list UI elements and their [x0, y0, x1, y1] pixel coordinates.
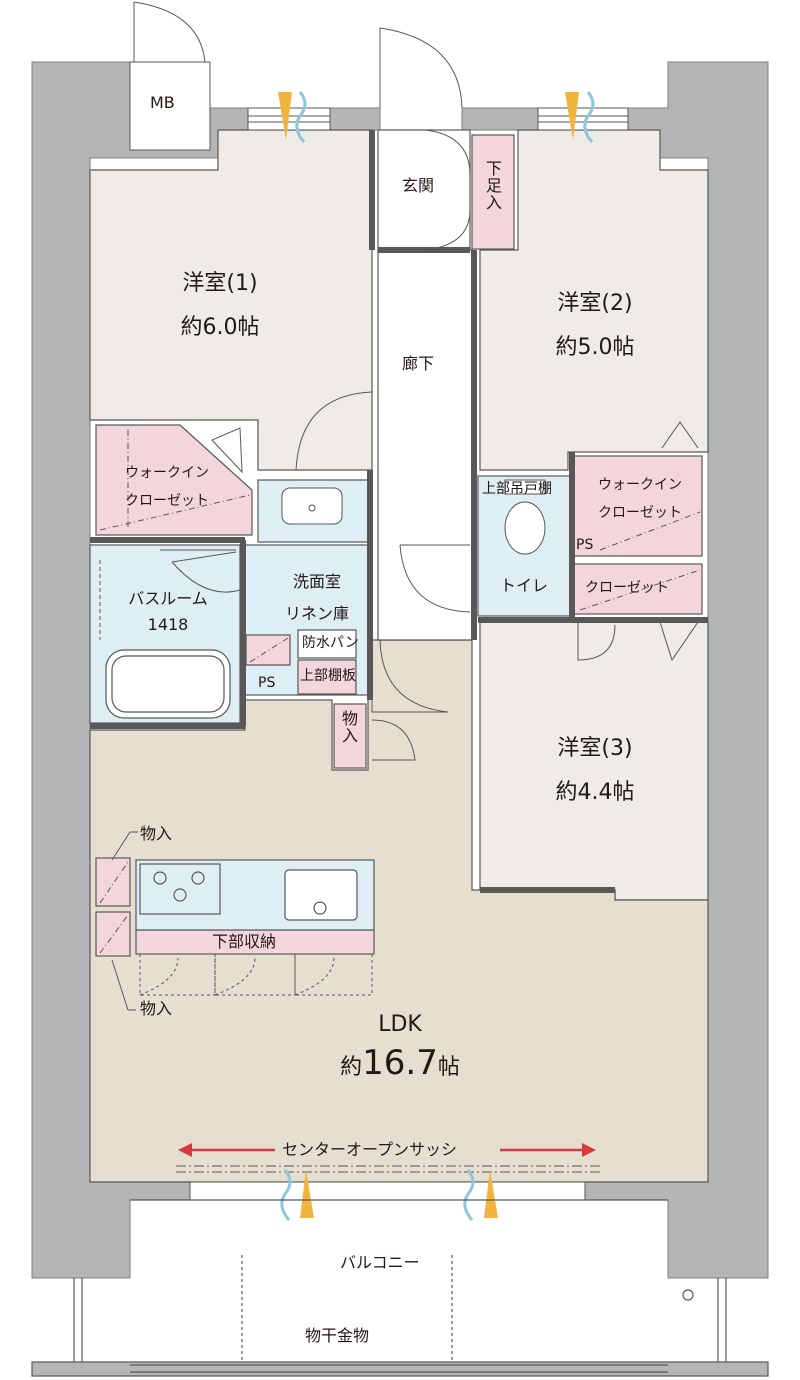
ventilation-marks	[278, 91, 595, 1221]
western-room-3-name: 洋室(3)	[557, 736, 633, 761]
bathroom-name: バスルーム	[128, 589, 208, 608]
western-room-1-name: 洋室(1)	[182, 271, 258, 296]
monoire-kitchen-2-label: 物入	[140, 999, 173, 1018]
western-room-2-name: 洋室(2)	[557, 291, 633, 316]
hallway-label: 廊下	[402, 354, 435, 373]
kitchen-lower-storage-label: 下部収納	[212, 932, 277, 951]
toilet-upper-shelf-label: 上部吊戸棚	[482, 481, 552, 497]
walk-in-closet-1	[95, 424, 253, 536]
walk-in-closet-2	[573, 455, 703, 557]
ldk-name: LDK	[378, 1012, 422, 1037]
floors	[89, 129, 709, 1183]
mb-label: MB	[150, 93, 175, 112]
washroom-name: 洗面室	[292, 572, 341, 591]
interior-walls	[90, 130, 708, 893]
ldk-size-prefix: 約	[340, 1055, 363, 1080]
ldk-label: LDK 約 16.7 帖	[300, 1012, 500, 1083]
ps-label-toilet: PS	[576, 537, 594, 553]
walk-in-closet-2-label: ウォークイン クローゼット	[578, 474, 702, 522]
wic1-line1: ウォークイン	[125, 465, 209, 481]
wic2-line2: クローゼット	[598, 505, 682, 521]
storage-hatching	[99, 430, 701, 954]
western-room-1-size: 約6.0帖	[180, 315, 260, 340]
storage-areas	[95, 134, 703, 957]
wic2-line1: ウォークイン	[598, 477, 682, 493]
closet-3	[573, 563, 703, 615]
ps-label-wash: PS	[258, 675, 276, 691]
ldk-size-suffix: 帖	[437, 1055, 460, 1080]
shoe-box	[471, 134, 515, 250]
ldk-size-number: 16.7	[362, 1043, 438, 1083]
toilet-label: トイレ	[500, 576, 549, 595]
washroom-label: 洗面室 リネン庫	[262, 568, 372, 624]
waterproof-pan-label: 防水パン	[302, 635, 359, 651]
western-room-2-size: 約5.0帖	[555, 335, 635, 360]
kitchen-lower-storage	[135, 929, 375, 955]
monoire-hall	[333, 703, 367, 769]
monoire-kitchen-1	[95, 857, 131, 907]
upper-shelf-box	[297, 659, 357, 695]
balcony-label: バルコニー	[340, 1253, 420, 1272]
upper-shelf-label: 上部棚板	[300, 668, 356, 684]
stove	[139, 863, 221, 915]
western-room-3-size: 約4.4帖	[555, 780, 635, 805]
bathroom-label: バスルーム 1418	[108, 585, 228, 634]
entrance-floor	[377, 129, 471, 251]
sink	[284, 869, 358, 921]
western-room-2-label: 洋室(2) 約5.0帖	[525, 285, 665, 361]
kitchen-counter	[135, 859, 375, 931]
wic1-line2: クローゼット	[125, 493, 209, 509]
hallway-floor	[377, 249, 473, 641]
walk-in-closet-1-label: ウォークイン クローゼット	[102, 462, 232, 510]
bathroom-size: 1418	[147, 615, 189, 634]
vanity	[281, 487, 343, 525]
western-room-1-label: 洋室(1) 約6.0帖	[150, 265, 290, 341]
drying-hardware-label: 物干金物	[305, 1326, 370, 1345]
waterproof-pan-box	[297, 629, 357, 659]
monoire-kitchen-1-label: 物入	[140, 824, 173, 843]
western-room-2-floor	[479, 129, 709, 471]
toilet-fixture	[504, 479, 546, 555]
monoire-hall-label: 物入	[339, 710, 358, 744]
doors	[129, 1, 699, 761]
balcony	[31, 1199, 769, 1377]
closet-3-label: クローゼット	[585, 580, 669, 596]
western-room-3-label: 洋室(3) 約4.4帖	[525, 730, 665, 806]
washroom-sub: リネン庫	[284, 604, 349, 623]
shoe-box-label: 下足入	[483, 160, 502, 211]
sash-arrow	[178, 1143, 596, 1157]
bathtub	[105, 649, 231, 719]
entrance-label: 玄関	[402, 176, 435, 195]
center-open-sash-label: センターオープンサッシ	[282, 1140, 458, 1159]
